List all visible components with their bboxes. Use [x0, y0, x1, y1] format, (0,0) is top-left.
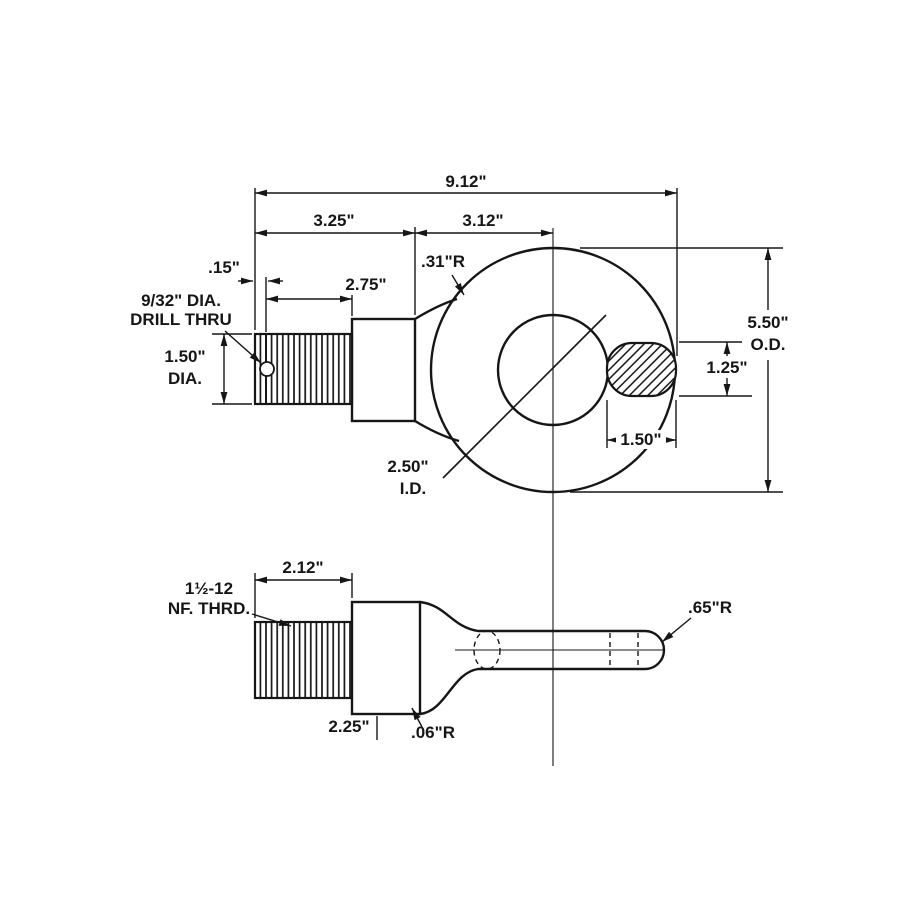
dim-shank-dia-suffix: DIA. [168, 369, 202, 388]
neck-bottom-line [414, 419, 460, 443]
side-view-dimension-lines [251, 573, 692, 740]
top-view-dimension-lines [212, 188, 783, 493]
dim-overall-length: 9.12" [445, 172, 486, 191]
side-view-geometry [253, 600, 666, 716]
dim-outer-dia-suffix: O.D. [751, 335, 786, 354]
dim-boss-height: 1.25" [706, 358, 747, 377]
collar-top-view [350, 317, 417, 423]
top-view-texts: 9.12" 3.25" 3.12" .15" 2.75" .31"R 9/32"… [130, 172, 788, 498]
dim-eye-segment: 3.12" [462, 211, 503, 230]
neck-top-line [414, 297, 458, 321]
label-thread-spec-line1: 1½-12 [185, 579, 233, 598]
dim-shank-segment: 3.25" [313, 211, 354, 230]
label-fillet-radius-side: .06"R [411, 723, 455, 742]
label-end-radius: .65"R [688, 598, 732, 617]
dim-boss-width: 1.50" [620, 430, 661, 449]
threaded-shank-side-view [253, 620, 354, 700]
eye-bar-profile [419, 600, 666, 716]
dim-tip-chamfer: .15" [208, 258, 240, 277]
collar-side-view [350, 600, 422, 716]
drill-hole [259, 361, 275, 377]
label-drill-note-line2: DRILL THRU [130, 310, 232, 329]
dim-inner-dia-value: 2.50" [387, 457, 428, 476]
label-fillet-radius-top: .31"R [421, 252, 465, 271]
dim-thread-length-top: 2.75" [345, 275, 386, 294]
dimension-text-backgrounds [616, 310, 794, 449]
label-thread-spec-line2: NF. THRD. [168, 599, 250, 618]
dim-inner-dia-suffix: I.D. [400, 479, 426, 498]
side-view-texts: 2.12" 1½-12 NF. THRD. 2.25" .06"R .65"R [168, 558, 732, 742]
top-view-geometry [253, 246, 678, 494]
dim-thread-length-side: 2.12" [282, 558, 323, 577]
hatched-boss [605, 341, 678, 398]
id-diameter-line [442, 314, 607, 479]
dim-outer-dia-value: 5.50" [747, 313, 788, 332]
dim-shank-dia-value: 1.50" [164, 347, 205, 366]
dim-collar-dia: 2.25" [328, 717, 369, 736]
label-drill-note-line1: 9/32" DIA. [141, 291, 221, 310]
